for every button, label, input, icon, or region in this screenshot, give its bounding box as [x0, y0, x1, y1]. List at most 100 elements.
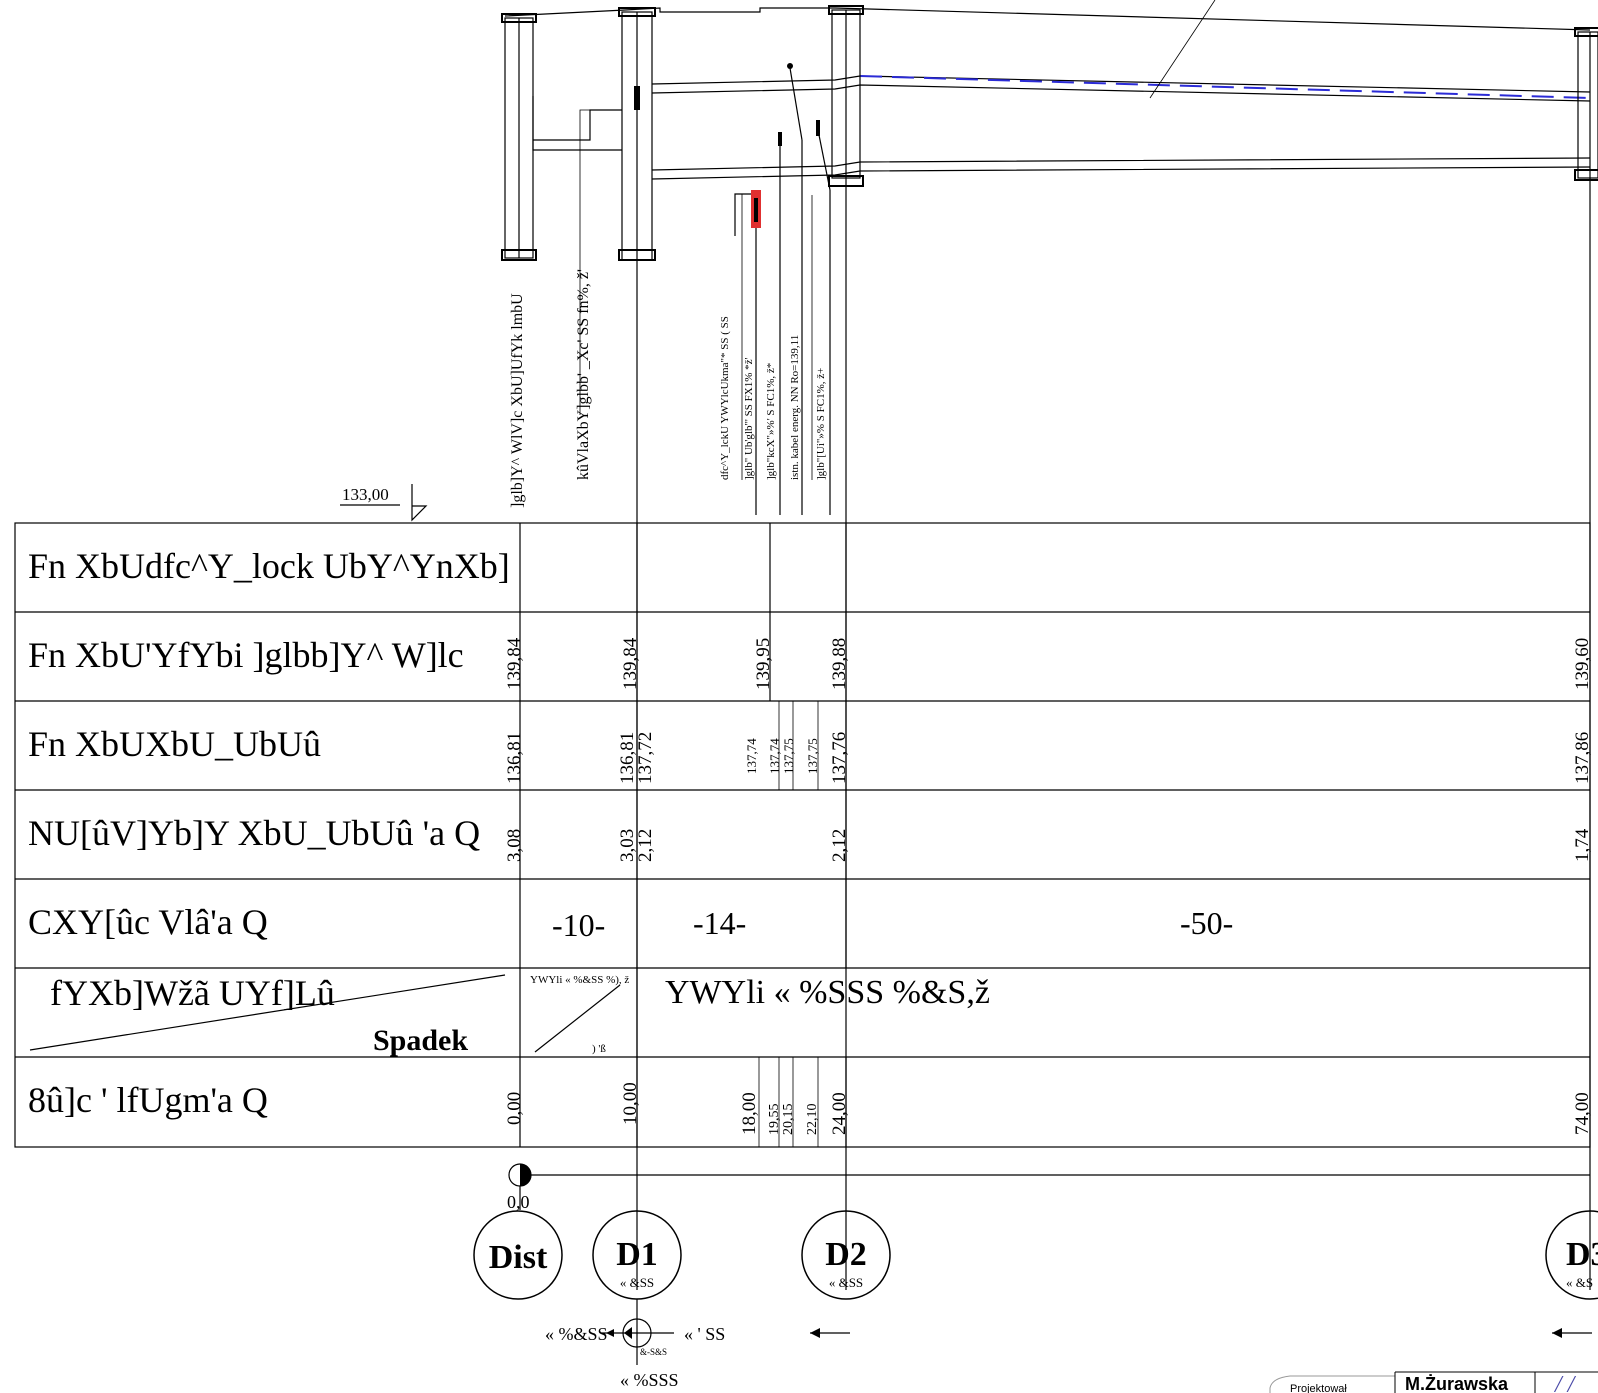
canal-value: 136,81: [617, 732, 638, 784]
node-dist-name: Dist: [489, 1239, 548, 1276]
node-d1-name: D1: [616, 1236, 658, 1273]
well-dist-cap: [501, 13, 537, 23]
zero-marker-fill: [520, 1164, 531, 1186]
section-view: 133,00 ]glb]Y^ WlV]c XbU]UfYk lmbU kûVla…: [340, 0, 1598, 1290]
profile-table: Fn XbUdfc^Y_lock UbY^YnXb] Fn XbU'YfYbi …: [14, 522, 1593, 1148]
table-frame: [14, 522, 1591, 1148]
label-pipe-2: ]glb" Ub'glb"' SS FX1% *ž': [743, 357, 755, 480]
canal-value: 137,74: [744, 738, 759, 774]
plan-label-small: &-S&S: [640, 1347, 667, 1357]
plan-label-bottom: « %SSS: [620, 1370, 679, 1390]
d1-valve: [634, 86, 640, 110]
plan-view: 0,0 Dist D1 « &SS D2 « &SS D3 « &S « %&S…: [473, 1163, 1598, 1390]
pipe-small-slope: ) 'ß: [592, 1043, 606, 1055]
cable-leader: [789, 67, 803, 141]
well-d1-cap: [618, 7, 656, 17]
label-cable: istn. kabel energ. NN Ro=139,11: [789, 335, 801, 480]
row-header-3: Fn XbUXbU_UbUû: [28, 724, 321, 764]
slope-diagonal: [534, 984, 621, 1053]
well-d2-cap: [828, 5, 864, 15]
depth-value: 2,12: [829, 829, 850, 862]
stamp-frame: [1269, 1375, 1396, 1393]
well-d3-base: [1574, 169, 1598, 181]
distance-value: 19,55: [767, 1104, 782, 1136]
distance-value: 24,00: [829, 1092, 850, 1135]
canal-value: 137,76: [829, 732, 850, 784]
terrain-value: 139,84: [620, 637, 641, 690]
terrain-value: 139,84: [504, 637, 525, 690]
well-dist-base: [501, 249, 537, 261]
terrain-value: 139,88: [829, 638, 850, 690]
stamp-signature: / /: [1553, 1372, 1577, 1393]
distance-value: 22,10: [805, 1104, 820, 1136]
node-d3-sub: « &S: [1566, 1275, 1593, 1290]
crossing-pipe-3-mark: [778, 132, 782, 146]
canal-upper-line: [651, 75, 1591, 93]
crossing-pipe-red: [734, 193, 755, 236]
canal-lower-line-inner: [651, 166, 1591, 180]
canal-value: 137,72: [635, 732, 656, 784]
header-diagonal: [29, 974, 506, 1051]
connection-pipe: [532, 96, 622, 151]
red-pipe-core: [754, 198, 758, 222]
distance-value: 74,00: [1572, 1092, 1593, 1135]
node-d1-sub: « &SS: [620, 1275, 654, 1290]
label-pipe-4: ]glb"[Ui"»% S FC1%, ž+: [815, 368, 827, 480]
label-pipe-3: ]glb"kcX"»%' S FC1%, ž*: [765, 363, 777, 480]
node-d2-name: D2: [825, 1236, 867, 1273]
spadek-label: Spadek: [373, 1024, 468, 1057]
depth-value: 1,74: [1572, 828, 1593, 862]
depth-value: 3,08: [504, 829, 525, 862]
canal-value: 137,74: [767, 738, 782, 774]
depth-value: 2,12: [635, 829, 656, 862]
canal-value: 137,86: [1572, 732, 1593, 784]
row-header-2: Fn XbU'YfYbi ]glbb]Y^ W]lc: [28, 635, 464, 675]
row-header-7: 8û]c ' lfUgm'a Q: [28, 1080, 268, 1120]
segment-label: -14-: [693, 905, 746, 941]
flow-arrow-d3-icon: [1552, 1328, 1562, 1338]
canal-lower-line: [651, 157, 1591, 171]
title-stamp: Projektował M.Żurawska / /: [1269, 1371, 1598, 1393]
plan-label-right: « ' SS: [684, 1324, 725, 1344]
reference-level-marker: [411, 484, 428, 522]
leader-line: [1149, 0, 1216, 99]
segment-label: -50-: [1180, 905, 1233, 941]
node-d2-sub: « &SS: [829, 1275, 863, 1290]
terrain-value: 139,95: [753, 638, 774, 690]
row-header-6: fYXb]Wžã UYf]Lû: [50, 973, 335, 1013]
stamp-role: Projektował: [1290, 1383, 1347, 1393]
row-header-5: CXY[ûc Vlâ'a Q: [28, 902, 268, 942]
depth-value: 3,03: [617, 829, 638, 862]
well-d2-base: [828, 175, 864, 187]
canal-value: 137,75: [781, 738, 796, 774]
pipe-big-label: YWYli « %SSS %&S,ž: [665, 974, 990, 1011]
node-d2-circle: [801, 1210, 891, 1300]
row-header-1: Fn XbUdfc^Y_lock UbY^YnXb]: [28, 546, 510, 586]
label-dist-well: ]glb]Y^ WlV]c XbU]UfYk lmbU: [509, 293, 526, 508]
terrain-top-line: [504, 7, 1591, 31]
canal-upper-line-inner: [651, 84, 1591, 102]
node-d3-circle: [1545, 1210, 1598, 1300]
distance-value: 0,00: [504, 1092, 525, 1125]
plan-label-left: « %&SS: [545, 1324, 608, 1344]
distance-value: 20,15: [781, 1104, 796, 1136]
label-pipe-1: dfc^Y_lckU YWYlcUkma"* SS ( SS: [719, 316, 731, 480]
distance-value: 18,00: [739, 1092, 760, 1135]
terrain-value: 139,60: [1572, 638, 1593, 690]
row-header-4: NU[ûV]Yb]Y XbU_UbUû 'a Q: [28, 813, 480, 853]
water-level-line: [859, 75, 1591, 99]
node-d3-name: D3: [1566, 1236, 1598, 1273]
distance-value: 10,00: [620, 1082, 641, 1125]
d1-label-leader: [579, 109, 622, 415]
canal-value: 136,81: [504, 732, 525, 784]
canal-value: 137,75: [805, 738, 820, 774]
well-d3-cap: [1574, 27, 1598, 37]
stamp-name: M.Żurawska: [1405, 1374, 1509, 1393]
pipe-small-label: YWYli « %&SS %), ž: [530, 974, 629, 986]
label-d1-well: kûVlaXbY]glbb' _Xc' SS fn%, ž': [575, 269, 592, 480]
connection-pipe-inner: [533, 109, 622, 141]
plan-arrow-left-icon: [606, 1329, 614, 1337]
plan-arrow-icon: [624, 1327, 632, 1339]
well-d1-base: [618, 249, 656, 261]
